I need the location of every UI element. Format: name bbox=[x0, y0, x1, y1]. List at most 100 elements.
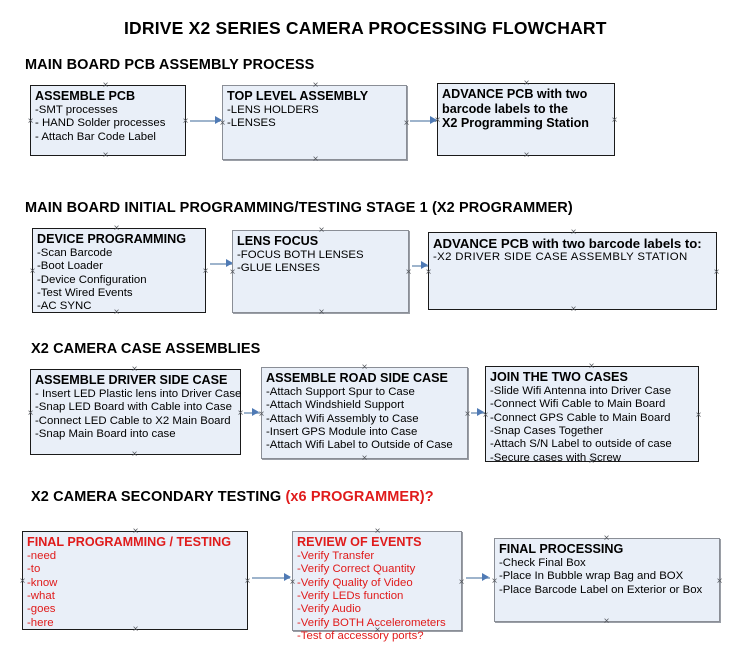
resize-handle-left[interactable] bbox=[257, 410, 266, 419]
node-line: -need bbox=[27, 549, 57, 562]
node-line: -Verify Correct Quantity bbox=[297, 563, 416, 576]
node-advance-pcb-to-driver-side-case-station[interactable]: ADVANCE PCB with two barcode labels to: … bbox=[428, 232, 717, 310]
node-line: -AC SYNC bbox=[37, 300, 92, 313]
resize-handle-left[interactable] bbox=[218, 119, 227, 128]
node-final-processing[interactable]: FINAL PROCESSING -Check Final Box -Place… bbox=[494, 538, 720, 622]
node-final-programming-testing[interactable]: FINAL PROGRAMMING / TESTING -need -to -k… bbox=[22, 531, 248, 630]
resize-handle-top[interactable] bbox=[602, 534, 611, 543]
connector-assemble-pcb-to-top-level bbox=[190, 120, 220, 122]
resize-handle-left[interactable] bbox=[424, 268, 433, 277]
resize-handle-right[interactable] bbox=[715, 577, 724, 586]
node-line: -Attach Support Spur to Case bbox=[266, 385, 415, 398]
resize-handle-left[interactable] bbox=[288, 578, 297, 587]
node-lens-focus[interactable]: LENS FOCUS -FOCUS BOTH LENSES -GLUE LENS… bbox=[232, 230, 409, 313]
resize-handle-top[interactable] bbox=[131, 527, 140, 536]
resize-handle-bottom[interactable] bbox=[587, 457, 596, 466]
node-advance-pcb-to-x2-programming-station[interactable]: ADVANCE PCB with two barcode labels to t… bbox=[437, 83, 615, 156]
arrow-head-icon bbox=[421, 261, 428, 269]
resize-handle-right[interactable] bbox=[610, 116, 619, 125]
node-line: -Verify BOTH Accelerometers bbox=[297, 616, 446, 629]
node-line: -Verify Quality of Video bbox=[297, 576, 413, 589]
node-line: -FOCUS BOTH LENSES bbox=[237, 248, 364, 261]
resize-handle-bottom[interactable] bbox=[311, 155, 320, 164]
node-assemble-road-side-case[interactable]: ASSEMBLE ROAD SIDE CASE -Attach Support … bbox=[261, 367, 468, 459]
node-title-line3: X2 Programming Station bbox=[442, 116, 589, 131]
resize-handle-bottom[interactable] bbox=[373, 626, 382, 635]
resize-handle-right[interactable] bbox=[457, 578, 466, 587]
section-heading-main-board-pcb-assembly: MAIN BOARD PCB ASSEMBLY PROCESS bbox=[25, 57, 315, 73]
section-heading-accent: (x6 PROGRAMMER)? bbox=[285, 489, 434, 505]
resize-handle-right[interactable] bbox=[404, 268, 413, 277]
resize-handle-top[interactable] bbox=[587, 362, 596, 371]
resize-handle-left[interactable] bbox=[490, 577, 499, 586]
resize-handle-right[interactable] bbox=[243, 577, 252, 586]
node-assemble-pcb[interactable]: ASSEMBLE PCB -SMT processes - HAND Solde… bbox=[30, 85, 186, 156]
node-join-the-two-cases[interactable]: JOIN THE TWO CASES -Slide Wifi Antenna i… bbox=[485, 366, 699, 464]
resize-handle-right[interactable] bbox=[181, 117, 190, 126]
resize-handle-top[interactable] bbox=[373, 527, 382, 536]
node-line: -Connect Wifi Cable to Main Board bbox=[490, 398, 666, 411]
resize-handle-right[interactable] bbox=[201, 267, 210, 276]
node-title: DEVICE PROGRAMMING bbox=[37, 232, 187, 246]
node-title: ASSEMBLE DRIVER SIDE CASE bbox=[35, 373, 228, 387]
node-line: -LENSES bbox=[227, 117, 276, 130]
resize-handle-top[interactable] bbox=[130, 365, 139, 374]
node-line: - HAND Solder processes bbox=[35, 117, 166, 130]
node-line: -Test Wired Events bbox=[37, 286, 133, 299]
resize-handle-left[interactable] bbox=[18, 577, 27, 586]
resize-handle-left[interactable] bbox=[28, 267, 37, 276]
resize-handle-bottom[interactable] bbox=[317, 308, 326, 317]
resize-handle-bottom[interactable] bbox=[569, 305, 578, 314]
resize-handle-top[interactable] bbox=[317, 226, 326, 235]
arrow-head-icon bbox=[482, 573, 489, 581]
node-line: -Verify Transfer bbox=[297, 549, 375, 562]
node-line: -Snap LED Board with Cable into Case bbox=[35, 401, 232, 414]
node-line: - Insert LED Plastic lens into Driver Ca… bbox=[35, 387, 242, 400]
node-title: FINAL PROGRAMMING / TESTING bbox=[27, 535, 232, 549]
arrow-head-icon bbox=[226, 259, 233, 267]
node-title: ASSEMBLE ROAD SIDE CASE bbox=[266, 371, 448, 385]
node-line: -what bbox=[27, 589, 55, 602]
arrow-head-icon bbox=[284, 573, 291, 581]
node-line: -Scan Barcode bbox=[37, 246, 113, 259]
resize-handle-left[interactable] bbox=[481, 411, 490, 420]
resize-handle-right[interactable] bbox=[712, 268, 721, 277]
resize-handle-top[interactable] bbox=[360, 363, 369, 372]
connector-review-of-events-to-final-processing bbox=[466, 577, 490, 579]
resize-handle-bottom[interactable] bbox=[101, 151, 110, 160]
node-device-programming[interactable]: DEVICE PROGRAMMING -Scan Barcode -Boot L… bbox=[32, 228, 206, 313]
node-line: -X2 DRIVER SIDE CASE ASSEMBLY STATION bbox=[433, 251, 688, 264]
node-line: -Verify LEDs function bbox=[297, 589, 404, 602]
resize-handle-left[interactable] bbox=[26, 409, 35, 418]
node-line: -SMT processes bbox=[35, 103, 118, 116]
resize-handle-left[interactable] bbox=[228, 268, 237, 277]
node-line: -Attach Wifi Assembly to Case bbox=[266, 412, 419, 425]
resize-handle-bottom[interactable] bbox=[522, 151, 531, 160]
resize-handle-right[interactable] bbox=[694, 411, 703, 420]
node-line: -to bbox=[27, 563, 41, 576]
resize-handle-bottom[interactable] bbox=[130, 450, 139, 459]
section-heading-x2-camera-secondary-testing: X2 CAMERA SECONDARY TESTING (x6 PROGRAMM… bbox=[31, 489, 434, 505]
node-title: ASSEMBLE PCB bbox=[35, 89, 136, 103]
node-line: -know bbox=[27, 576, 58, 589]
node-line: -Place Barcode Label on Exterior or Box bbox=[499, 583, 703, 596]
node-line: -Snap Cases Together bbox=[490, 424, 604, 437]
resize-handle-bottom[interactable] bbox=[602, 617, 611, 626]
resize-handle-top[interactable] bbox=[522, 79, 531, 88]
resize-handle-top[interactable] bbox=[569, 228, 578, 237]
node-review-of-events[interactable]: REVIEW OF EVENTS -Verify Transfer -Verif… bbox=[292, 531, 462, 642]
resize-handle-left[interactable] bbox=[26, 117, 35, 126]
resize-handle-top[interactable] bbox=[112, 224, 121, 233]
resize-handle-top[interactable] bbox=[311, 81, 320, 90]
node-line: -Connect LED Cable to X2 Main Board bbox=[35, 414, 231, 427]
resize-handle-bottom[interactable] bbox=[131, 625, 140, 634]
resize-handle-left[interactable] bbox=[433, 116, 442, 125]
node-line: -Attach Windshield Support bbox=[266, 399, 405, 412]
resize-handle-bottom[interactable] bbox=[112, 308, 121, 317]
node-title: LENS FOCUS bbox=[237, 234, 319, 248]
resize-handle-top[interactable] bbox=[101, 81, 110, 90]
node-top-level-assembly[interactable]: TOP LEVEL ASSEMBLY -LENS HOLDERS -LENSES bbox=[222, 85, 407, 160]
node-assemble-driver-side-case[interactable]: ASSEMBLE DRIVER SIDE CASE - Insert LED P… bbox=[30, 369, 241, 455]
resize-handle-bottom[interactable] bbox=[360, 454, 369, 463]
